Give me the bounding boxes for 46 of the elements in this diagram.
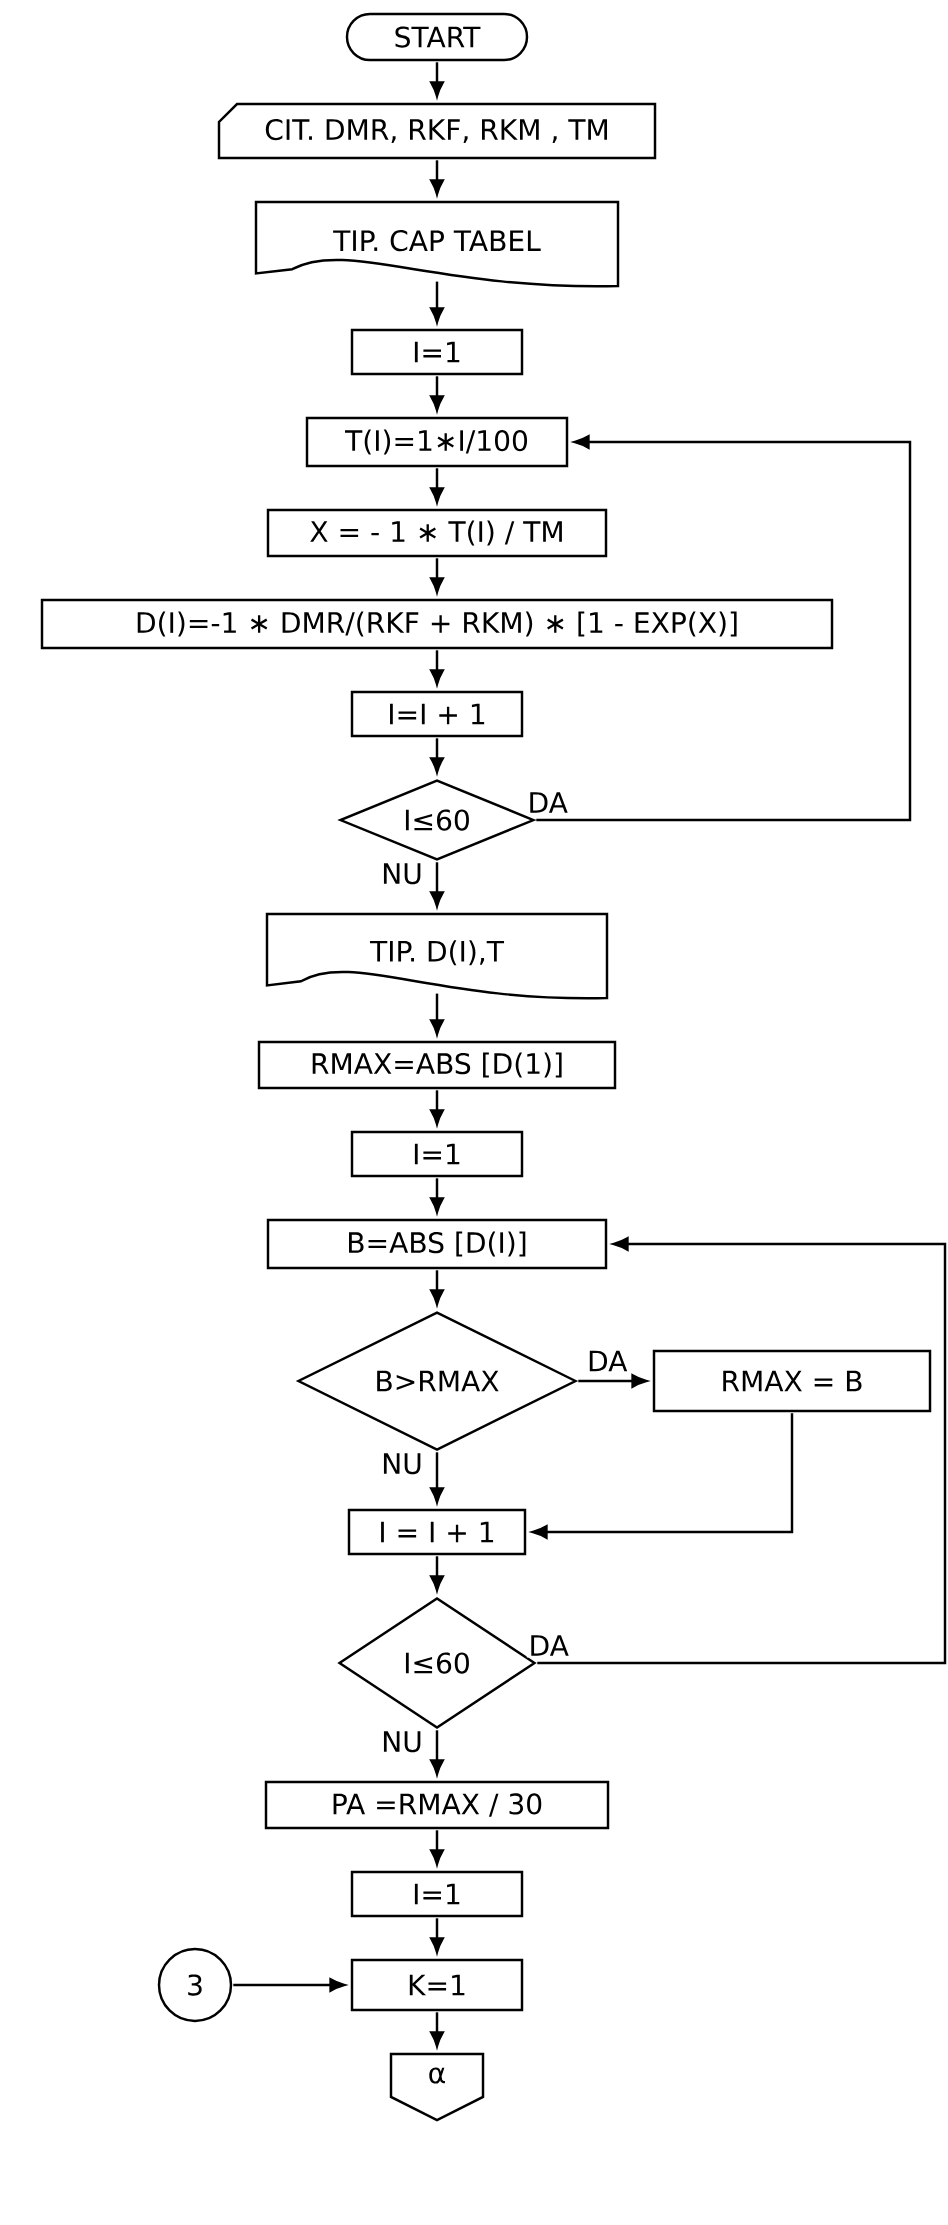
arrow [430,376,444,412]
edge-label: DA [589,1350,628,1372]
arrow [430,558,444,594]
arrow [430,1918,444,1954]
arrow [578,1374,648,1388]
arrow [430,1556,444,1592]
offpage-connector: α [389,2052,485,2122]
arrow [430,468,444,504]
arrow [430,1270,444,1306]
process-box: K=1 [350,1958,524,2012]
process-box: I = I + 1 [347,1508,527,1556]
arrow [430,1090,444,1126]
arrow [537,1237,947,1665]
input-card: CIT. DMR, RKF, RKM , TM [217,102,657,160]
edge-label: NU [383,863,421,885]
start-terminal: START [345,12,529,62]
arrow [430,281,444,324]
output-document: TIP. D(I),T [265,912,609,1000]
arrow [430,1730,444,1776]
output-document: TIP. CAP TABEL [254,200,620,288]
process-box: X = - 1 ∗ T(I) / TM [266,508,608,558]
arrow [430,993,444,1036]
arrow [430,1830,444,1866]
arrow [536,435,912,822]
process-box: T(I)=1∗I/100 [305,416,569,468]
process-box: I=1 [350,1870,524,1918]
arrow [430,1452,444,1504]
process-box: PA =RMAX / 30 [264,1780,610,1830]
process-box: B=ABS [D(I)] [266,1218,608,1270]
arrow [430,62,444,98]
arrow [430,862,444,908]
edge-label: NU [383,1453,421,1475]
process-box: I=I + 1 [350,690,524,738]
arrow [233,1978,346,1992]
arrow [430,650,444,686]
arrow [531,1413,794,1539]
process-box: I=1 [350,1130,524,1178]
process-box: I=1 [350,328,524,376]
arrow [430,1178,444,1214]
arrow [430,738,444,774]
edge-label: NU [383,1731,421,1753]
arrow [430,2012,444,2048]
process-box: RMAX = B [652,1349,932,1413]
process-box: D(I)=-1 ∗ DMR/(RKF + RKM) ∗ [1 - EXP(X)] [40,598,834,650]
process-box: RMAX=ABS [D(1)] [257,1040,617,1090]
arrow [430,160,444,196]
